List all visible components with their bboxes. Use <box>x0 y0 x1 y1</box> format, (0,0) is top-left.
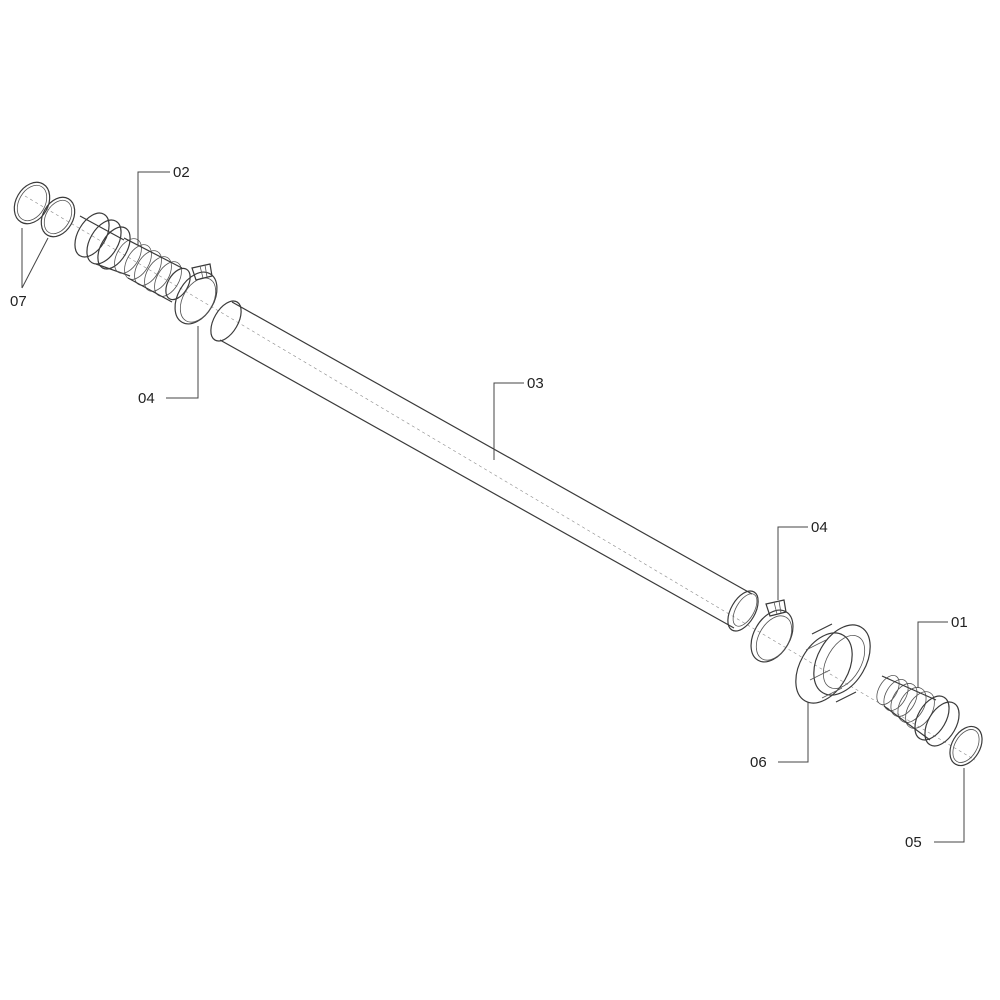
leader-07-b <box>21 237 49 289</box>
connector-01 <box>876 675 960 747</box>
callout-04-upper: 04 <box>138 390 155 407</box>
leader-02 <box>137 171 170 245</box>
callout-04-lower: 04 <box>811 519 828 536</box>
leader-03 <box>493 382 524 460</box>
leader-04-lower <box>777 526 808 600</box>
callout-07: 07 <box>10 293 27 310</box>
leader-01 <box>917 621 948 688</box>
connector-02 <box>74 212 191 303</box>
callout-02: 02 <box>173 164 190 181</box>
hose-clamp-04-upper <box>174 263 218 325</box>
hose-clamp-04-lower <box>750 599 794 663</box>
o-ring-07-a <box>13 181 51 225</box>
callout-06: 06 <box>750 754 767 771</box>
o-ring-05 <box>949 725 983 767</box>
callout-03: 03 <box>527 375 544 392</box>
callout-05: 05 <box>905 834 922 851</box>
assembly-axis <box>24 195 976 761</box>
tube-03 <box>210 300 759 632</box>
o-ring-07-b <box>40 196 76 238</box>
callout-01: 01 <box>951 614 968 631</box>
leader-05 <box>934 768 965 843</box>
leader-06 <box>778 702 809 763</box>
leader-04-upper <box>166 326 199 399</box>
union-nut-06 <box>795 623 871 704</box>
